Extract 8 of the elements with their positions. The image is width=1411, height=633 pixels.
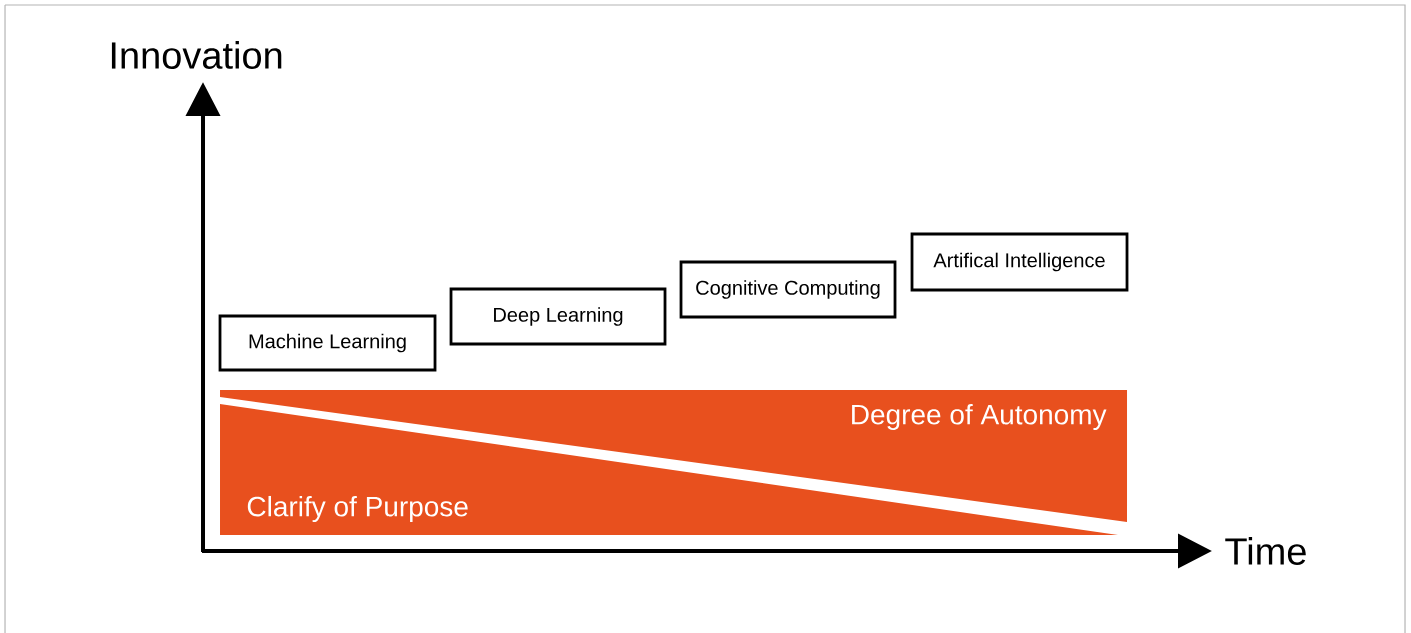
node-label: Clarify of Purpose — [247, 495, 468, 523]
label-box: Deep Learning — [449, 287, 667, 346]
node-label: Degree of Autonomy — [852, 403, 1107, 431]
label-box: Artifical Intelligence — [910, 232, 1129, 292]
label-box: Cognitive Computing — [679, 260, 897, 319]
axis-label: Time — [1225, 537, 1306, 565]
label-box: Machine Learning — [218, 314, 437, 372]
axis-label: Innovation — [111, 41, 282, 69]
